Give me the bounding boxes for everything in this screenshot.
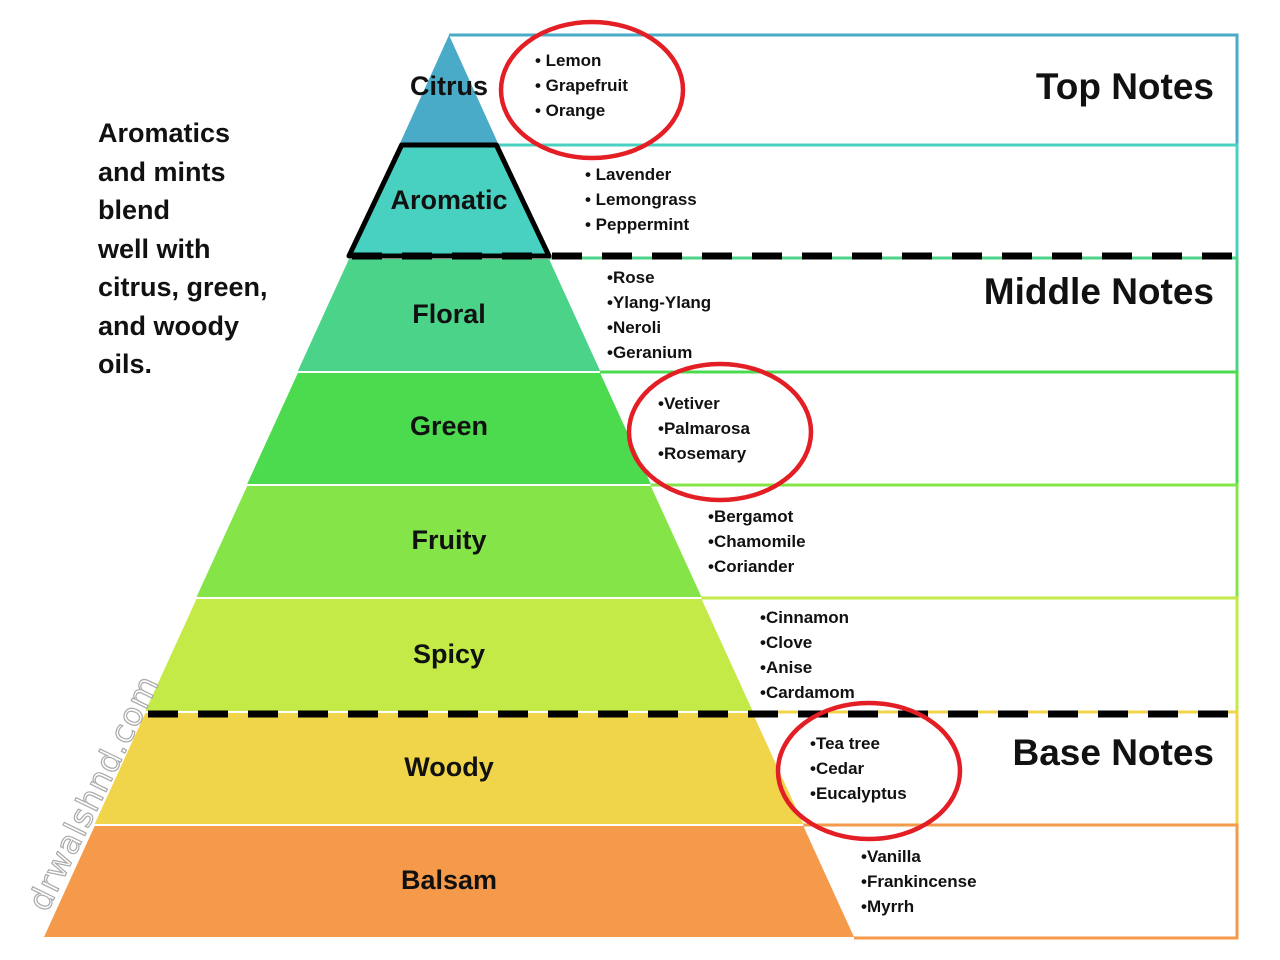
list-item: •Coriander xyxy=(708,557,795,576)
level-label-aromatic: Aromatic xyxy=(390,185,508,215)
list-item: •Vanilla xyxy=(861,847,921,866)
list-item: •Vetiver xyxy=(658,394,720,413)
level-label-fruity: Fruity xyxy=(411,525,487,555)
pyramid-level-spicy xyxy=(145,599,753,711)
list-item: •Geranium xyxy=(607,343,693,362)
pyramid-level-floral xyxy=(297,259,601,371)
list-item: •Ylang-Ylang xyxy=(607,293,712,312)
section-middle-notes: Middle Notes xyxy=(983,271,1214,312)
list-item: •Rosemary xyxy=(658,444,747,463)
list-item: •Tea tree xyxy=(810,734,880,753)
list-item: •Neroli xyxy=(607,318,662,337)
highlight-circle-green xyxy=(626,361,814,503)
highlight-circle-woody xyxy=(775,700,963,842)
highlight-circle-citrus xyxy=(498,19,686,161)
side-note-line: well with xyxy=(98,233,211,264)
list-item: •Cinnamon xyxy=(760,608,850,627)
note-box-balsam xyxy=(803,823,1239,940)
pyramid-level-fruity xyxy=(196,486,702,597)
list-item: •Eucalyptus xyxy=(810,784,907,803)
list-item: • Peppermint xyxy=(585,215,690,234)
list-item: • Lemongrass xyxy=(585,190,697,209)
list-woody: •Tea tree •Cedar •Eucalyptus xyxy=(810,731,907,806)
list-item: •Palmarosa xyxy=(658,419,750,438)
level-label-floral: Floral xyxy=(412,299,486,329)
level-label-citrus: Citrus xyxy=(409,71,488,101)
list-item: •Bergamot xyxy=(708,507,794,526)
side-note-line: oils. xyxy=(98,349,153,379)
list-balsam: •Vanilla •Frankincense •Myrrh xyxy=(861,844,977,919)
list-item: • Lavender xyxy=(585,165,672,184)
side-note-line: and woody xyxy=(98,310,239,341)
list-item: •Cedar xyxy=(810,759,865,778)
pyramid-level-citrus xyxy=(399,35,499,144)
pyramid-level-green xyxy=(247,373,651,484)
level-label-green: Green xyxy=(409,411,489,441)
list-item: •Clove xyxy=(760,633,813,652)
list-item: • Orange xyxy=(535,101,606,120)
side-note-line: citrus, green, xyxy=(98,272,268,302)
side-note-line: and mints xyxy=(98,156,226,187)
pyramid-level-woody xyxy=(94,713,804,824)
list-item: •Myrrh xyxy=(861,897,915,916)
section-top-notes: Top Notes xyxy=(1035,66,1214,107)
list-item: •Frankincense xyxy=(861,872,977,891)
list-fruity: •Bergamot •Chamomile •Coriander xyxy=(708,504,806,579)
list-spicy: •Cinnamon •Clove •Anise •Cardamom xyxy=(760,605,855,705)
aromatic-highlight-outline xyxy=(346,142,552,259)
list-item: • Grapefruit xyxy=(535,76,628,95)
list-citrus: • Lemon • Grapefruit • Orange xyxy=(535,48,628,123)
side-note: Aromatics and mints blend well with citr… xyxy=(98,114,358,384)
list-green: •Vetiver •Palmarosa •Rosemary xyxy=(658,391,750,466)
list-item: • Lemon xyxy=(535,51,602,70)
list-item: •Cardamom xyxy=(760,683,855,702)
list-floral: •Rose •Ylang-Ylang •Neroli •Geranium xyxy=(607,265,711,365)
pyramid-level-balsam xyxy=(44,826,854,937)
side-note-line: Aromatics xyxy=(98,118,231,148)
list-item: •Chamomile xyxy=(708,532,806,551)
list-aromatic: • Lavender • Lemongrass • Peppermint xyxy=(585,162,697,237)
pyramid-level-aromatic xyxy=(348,146,550,257)
level-label-spicy: Spicy xyxy=(412,639,486,669)
list-item: •Rose xyxy=(607,268,655,287)
level-label-balsam: Balsam xyxy=(400,865,498,895)
level-label-woody: Woody xyxy=(404,752,494,782)
list-item: •Anise xyxy=(760,658,813,677)
side-note-line: blend xyxy=(98,195,170,225)
section-base-notes: Base Notes xyxy=(1012,732,1214,773)
